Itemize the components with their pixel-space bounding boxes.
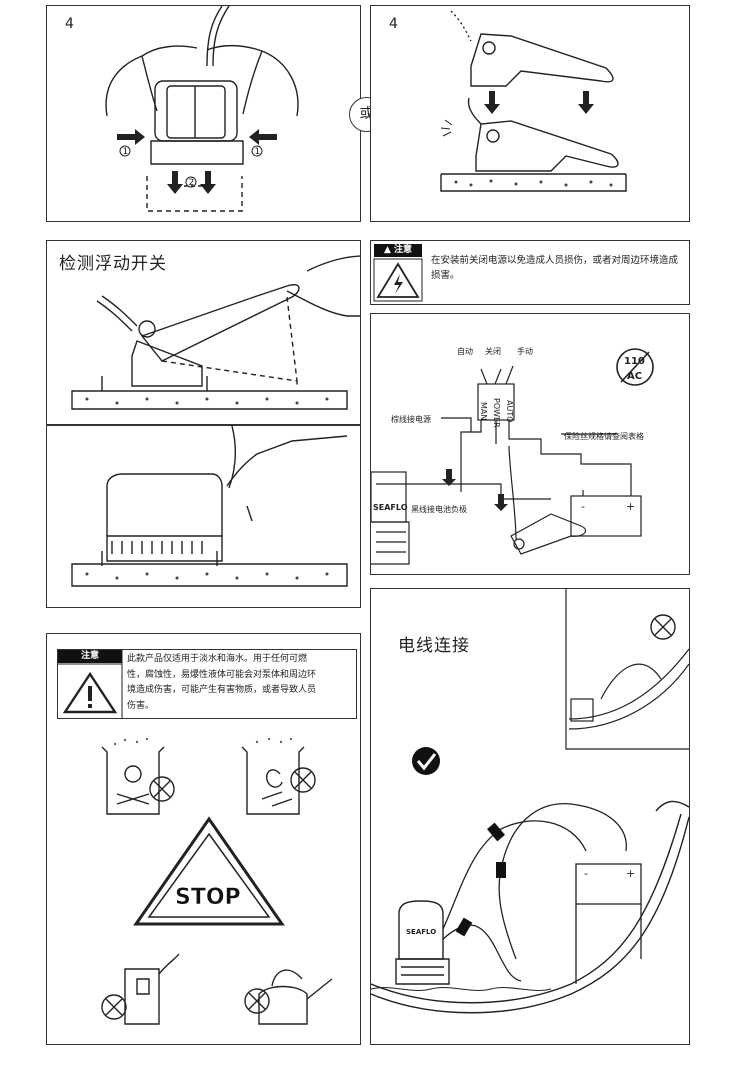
caution-line: 伤害。 [127,700,155,711]
warning-triangle-icon: ▲ [383,245,391,255]
caution-panel-liquids: 注意 STOP [46,633,361,1045]
pump-test-panel [46,425,361,608]
black-wire-label: 黑线接电池负极 [411,504,467,514]
prohibited-icon [290,767,316,793]
hazard-illustrations: STOP [58,650,333,1025]
caution-line: 境造成伤害，可能产生有害物质，或者导致人员 [127,685,317,695]
switch-label-manual: 手动 [517,346,533,356]
caution-heading: ▲ 注意 [374,244,422,257]
wiring-diagram-panel: 自动 关闭 手动 [370,313,690,575]
caution-line: 此款产品仅适用于淡水和海水。用于任何可燃 [127,654,308,664]
caution-panel-power: ▲ 注意 在安装前关闭电源以免造成人员损伤，或者对周边环境造成损害。 [370,240,690,305]
step-number: 4 [65,16,74,32]
pump-icon [395,900,450,985]
svg-text:1: 1 [123,147,129,157]
switch-position-man: MAN [479,402,488,420]
fuel-can-icon [124,953,180,1025]
prohibited-icon [149,776,175,802]
snap-in-illustration [440,10,627,192]
step-4-press-panel: 4 1 1 2 [46,5,361,222]
voltage-label-110: 110 [624,356,645,367]
svg-text:1: 1 [255,147,261,157]
wire-connection-illustration: SEAFLO - + [371,589,689,1014]
battery-minus-label: - [581,500,585,513]
electric-hazard-icon [373,258,423,302]
battery-plus-label: + [626,867,635,880]
poison-beaker-icon [101,746,165,815]
warning-triangle-icon [62,671,118,714]
press-release-illustration: 1 1 2 [105,6,299,212]
correct-check-icon [412,747,440,775]
switch-position-power: POWER [492,398,501,428]
svg-text:2: 2 [189,178,195,188]
switch-label-auto: 自动 [457,346,473,356]
step-4-snap-panel: 4 [370,5,690,222]
stop-sign-text: STOP [175,885,241,910]
caution-text: 在安装前关闭电源以免造成人员损伤，或者对周边环境造成损害。 [431,255,679,281]
battery-plus-label: + [626,500,635,513]
panel-title: 电线连接 [398,636,470,656]
switch-position-auto: AUTO [505,400,514,423]
step-number: 4 [389,16,398,32]
pump-cover-lift-illustration [71,426,348,587]
oil-can-icon [258,969,333,1025]
prohibited-icon [244,988,270,1014]
panel-title: 检测浮动开关 [59,254,167,274]
wire-connection-panel: 电线连接 [370,588,690,1045]
fuse-note-label: 保险丝规格请查阅表格 [564,431,644,441]
pump-brand-label: SEAFLO [373,503,408,512]
stop-sign-icon [133,816,285,926]
prohibited-icon [101,994,127,1020]
battery-minus-label: - [584,867,588,880]
caution-heading: 注意 [58,650,122,663]
wiring-schematic: 自动 关闭 手动 [371,346,654,565]
wrong-mark-icon [650,614,676,640]
float-lift-illustration [71,255,360,410]
caution-box [57,649,357,719]
voltage-label-ac: AC [627,371,642,382]
wrong-example-inset [565,589,689,750]
caution-line: 性，腐蚀性，易爆性液体可能会对泵体和周边环 [127,669,317,680]
pump-brand-label: SEAFLO [406,928,436,936]
brown-wire-label: 棕线接电源 [391,414,431,424]
switch-label-off: 关闭 [485,346,501,356]
float-switch-test-panel: 检测浮动开关 [46,240,361,425]
caution-heading-text: 注意 [394,245,413,255]
corrosive-beaker-icon [241,746,305,815]
caution-text: 此款产品仅适用于淡水和海水。用于任何可燃 性，腐蚀性，易爆性液体可能会对泵体和周… [127,652,355,714]
